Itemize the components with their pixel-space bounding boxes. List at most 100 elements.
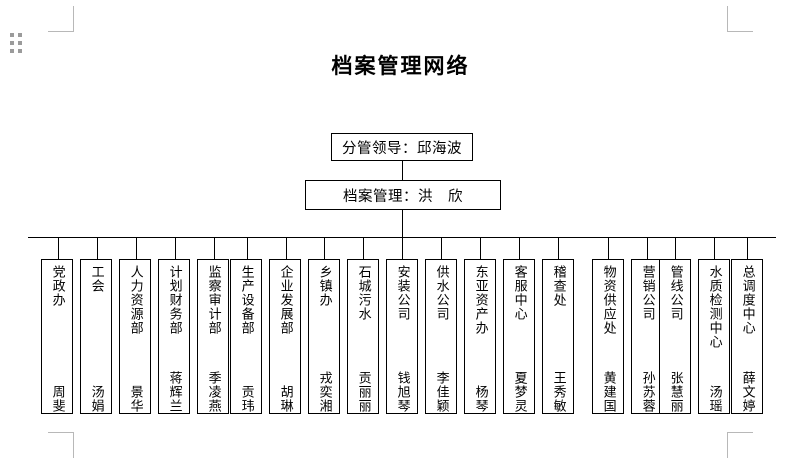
node-content: 供水公司李佳颖 [433, 265, 449, 413]
node-department[interactable]: 监察审计部季凌燕 [197, 259, 229, 414]
connector-bus-to-node [136, 237, 137, 259]
node-person-name: 周斐 [49, 385, 65, 413]
node-department[interactable]: 党政办周斐 [41, 259, 73, 414]
handle-dot [10, 41, 14, 45]
node-department-label: 工会 [88, 265, 104, 293]
node-department-label: 人力资源部 [127, 265, 143, 335]
node-department[interactable]: 物资供应处黄建国 [592, 259, 624, 414]
handle-dot [18, 33, 22, 37]
node-department[interactable]: 工会汤娟 [80, 259, 112, 414]
node-content: 人力资源部景华 [127, 265, 143, 413]
node-content: 客服中心夏梦灵 [511, 265, 527, 413]
node-department-label: 物资供应处 [600, 265, 616, 335]
node-person-name: 杨琴 [472, 385, 488, 413]
node-person-name: 钱旭琴 [394, 371, 410, 413]
handle-dot [18, 41, 22, 45]
node-content: 管线公司张慧丽 [667, 265, 683, 413]
node-department[interactable]: 企业发展部胡琳 [269, 259, 301, 414]
node-department-label: 生产设备部 [238, 265, 254, 335]
node-person-name: 王秀敏 [550, 371, 566, 413]
connector-bus-to-node [558, 237, 559, 259]
drag-handle-icon[interactable] [10, 33, 22, 53]
node-department-label: 石城污水 [355, 265, 371, 321]
connector-bus-to-node [175, 237, 176, 259]
node-content: 营销公司孙苏蓉 [639, 265, 655, 413]
node-person-name: 戎奕湘 [316, 371, 332, 413]
node-department-label: 乡镇办 [316, 265, 332, 307]
connector-bus-to-node [247, 237, 248, 259]
margin-mark-bottom-right [727, 432, 753, 458]
node-person-name: 李佳颖 [433, 371, 449, 413]
connector-bus-to-node [480, 237, 481, 259]
node-person-name: 汤娟 [88, 385, 104, 413]
node-department[interactable]: 东亚资产办杨琴 [464, 259, 496, 414]
handle-dot [18, 49, 22, 53]
node-person-name: 贡玮 [238, 385, 254, 413]
node-content: 计划财务部蒋辉兰 [166, 265, 182, 413]
node-department-label: 供水公司 [433, 265, 449, 321]
node-content: 安装公司钱旭琴 [394, 265, 410, 413]
node-department-label: 总调度中心 [739, 265, 755, 335]
margin-mark-top-right [727, 6, 753, 32]
handle-dot [10, 33, 14, 37]
node-department[interactable]: 供水公司李佳颖 [425, 259, 457, 414]
node-department[interactable]: 人力资源部景华 [119, 259, 151, 414]
node-department[interactable]: 生产设备部贡玮 [230, 259, 262, 414]
node-content: 乡镇办戎奕湘 [316, 265, 332, 413]
connector-bus-to-node [402, 237, 403, 259]
node-department[interactable]: 客服中心夏梦灵 [503, 259, 535, 414]
node-person-name: 汤瑶 [706, 385, 722, 413]
node-archive-management-label: 档案管理：洪 欣 [343, 188, 463, 205]
connector-bus-to-node [286, 237, 287, 259]
node-department[interactable]: 稽查处王秀敏 [542, 259, 574, 414]
node-archive-management[interactable]: 档案管理：洪 欣 [305, 180, 501, 210]
connector-bus-to-node [519, 237, 520, 259]
node-department[interactable]: 管线公司张慧丽 [659, 259, 691, 414]
connector-bus-to-node [647, 237, 648, 259]
node-content: 东亚资产办杨琴 [472, 265, 488, 413]
node-department[interactable]: 营销公司孙苏蓉 [631, 259, 663, 414]
node-department-label: 企业发展部 [277, 265, 293, 335]
node-department[interactable]: 乡镇办戎奕湘 [308, 259, 340, 414]
handle-dot [10, 49, 14, 53]
connector-bus-to-node [675, 237, 676, 259]
node-department-label: 党政办 [49, 265, 65, 307]
node-person-name: 夏梦灵 [511, 371, 527, 413]
node-content: 生产设备部贡玮 [238, 265, 254, 413]
node-department-label: 计划财务部 [166, 265, 182, 335]
connector-bus-to-node [324, 237, 325, 259]
connector-bus-to-node [97, 237, 98, 259]
node-department-label: 稽查处 [550, 265, 566, 307]
node-person-name: 张慧丽 [667, 371, 683, 413]
node-person-name: 贡丽丽 [355, 371, 371, 413]
page-title: 档案管理网络 [331, 54, 470, 78]
connector-bus-to-node [58, 237, 59, 259]
node-content: 总调度中心薛文婷 [739, 265, 755, 413]
node-person-name: 孙苏蓉 [639, 371, 655, 413]
node-department[interactable]: 总调度中心薛文婷 [731, 259, 763, 414]
node-person-name: 黄建国 [600, 371, 616, 413]
node-supervising-leader[interactable]: 分管领导：邱海波 [331, 133, 473, 161]
node-department-label: 水质检测中心 [706, 265, 722, 349]
connector-bus-to-node [714, 237, 715, 259]
node-department[interactable]: 计划财务部蒋辉兰 [158, 259, 190, 414]
node-person-name: 蒋辉兰 [166, 371, 182, 413]
node-department-label: 安装公司 [394, 265, 410, 321]
node-content: 工会汤娟 [88, 265, 104, 413]
node-department-label: 管线公司 [667, 265, 683, 321]
node-department[interactable]: 石城污水贡丽丽 [347, 259, 379, 414]
node-person-name: 薛文婷 [739, 371, 755, 413]
connector-bus-to-node [441, 237, 442, 259]
connector-manager-to-bus [402, 210, 403, 237]
node-content: 物资供应处黄建国 [600, 265, 616, 413]
node-department[interactable]: 安装公司钱旭琴 [386, 259, 418, 414]
node-person-name: 景华 [127, 385, 143, 413]
node-department[interactable]: 水质检测中心汤瑶 [698, 259, 730, 414]
node-content: 水质检测中心汤瑶 [706, 265, 722, 413]
node-content: 监察审计部季凌燕 [205, 265, 221, 413]
node-person-name: 季凌燕 [205, 371, 221, 413]
margin-mark-top-left [48, 6, 74, 32]
node-department-label: 监察审计部 [205, 265, 221, 335]
node-content: 稽查处王秀敏 [550, 265, 566, 413]
connector-leader-to-manager [402, 161, 403, 180]
